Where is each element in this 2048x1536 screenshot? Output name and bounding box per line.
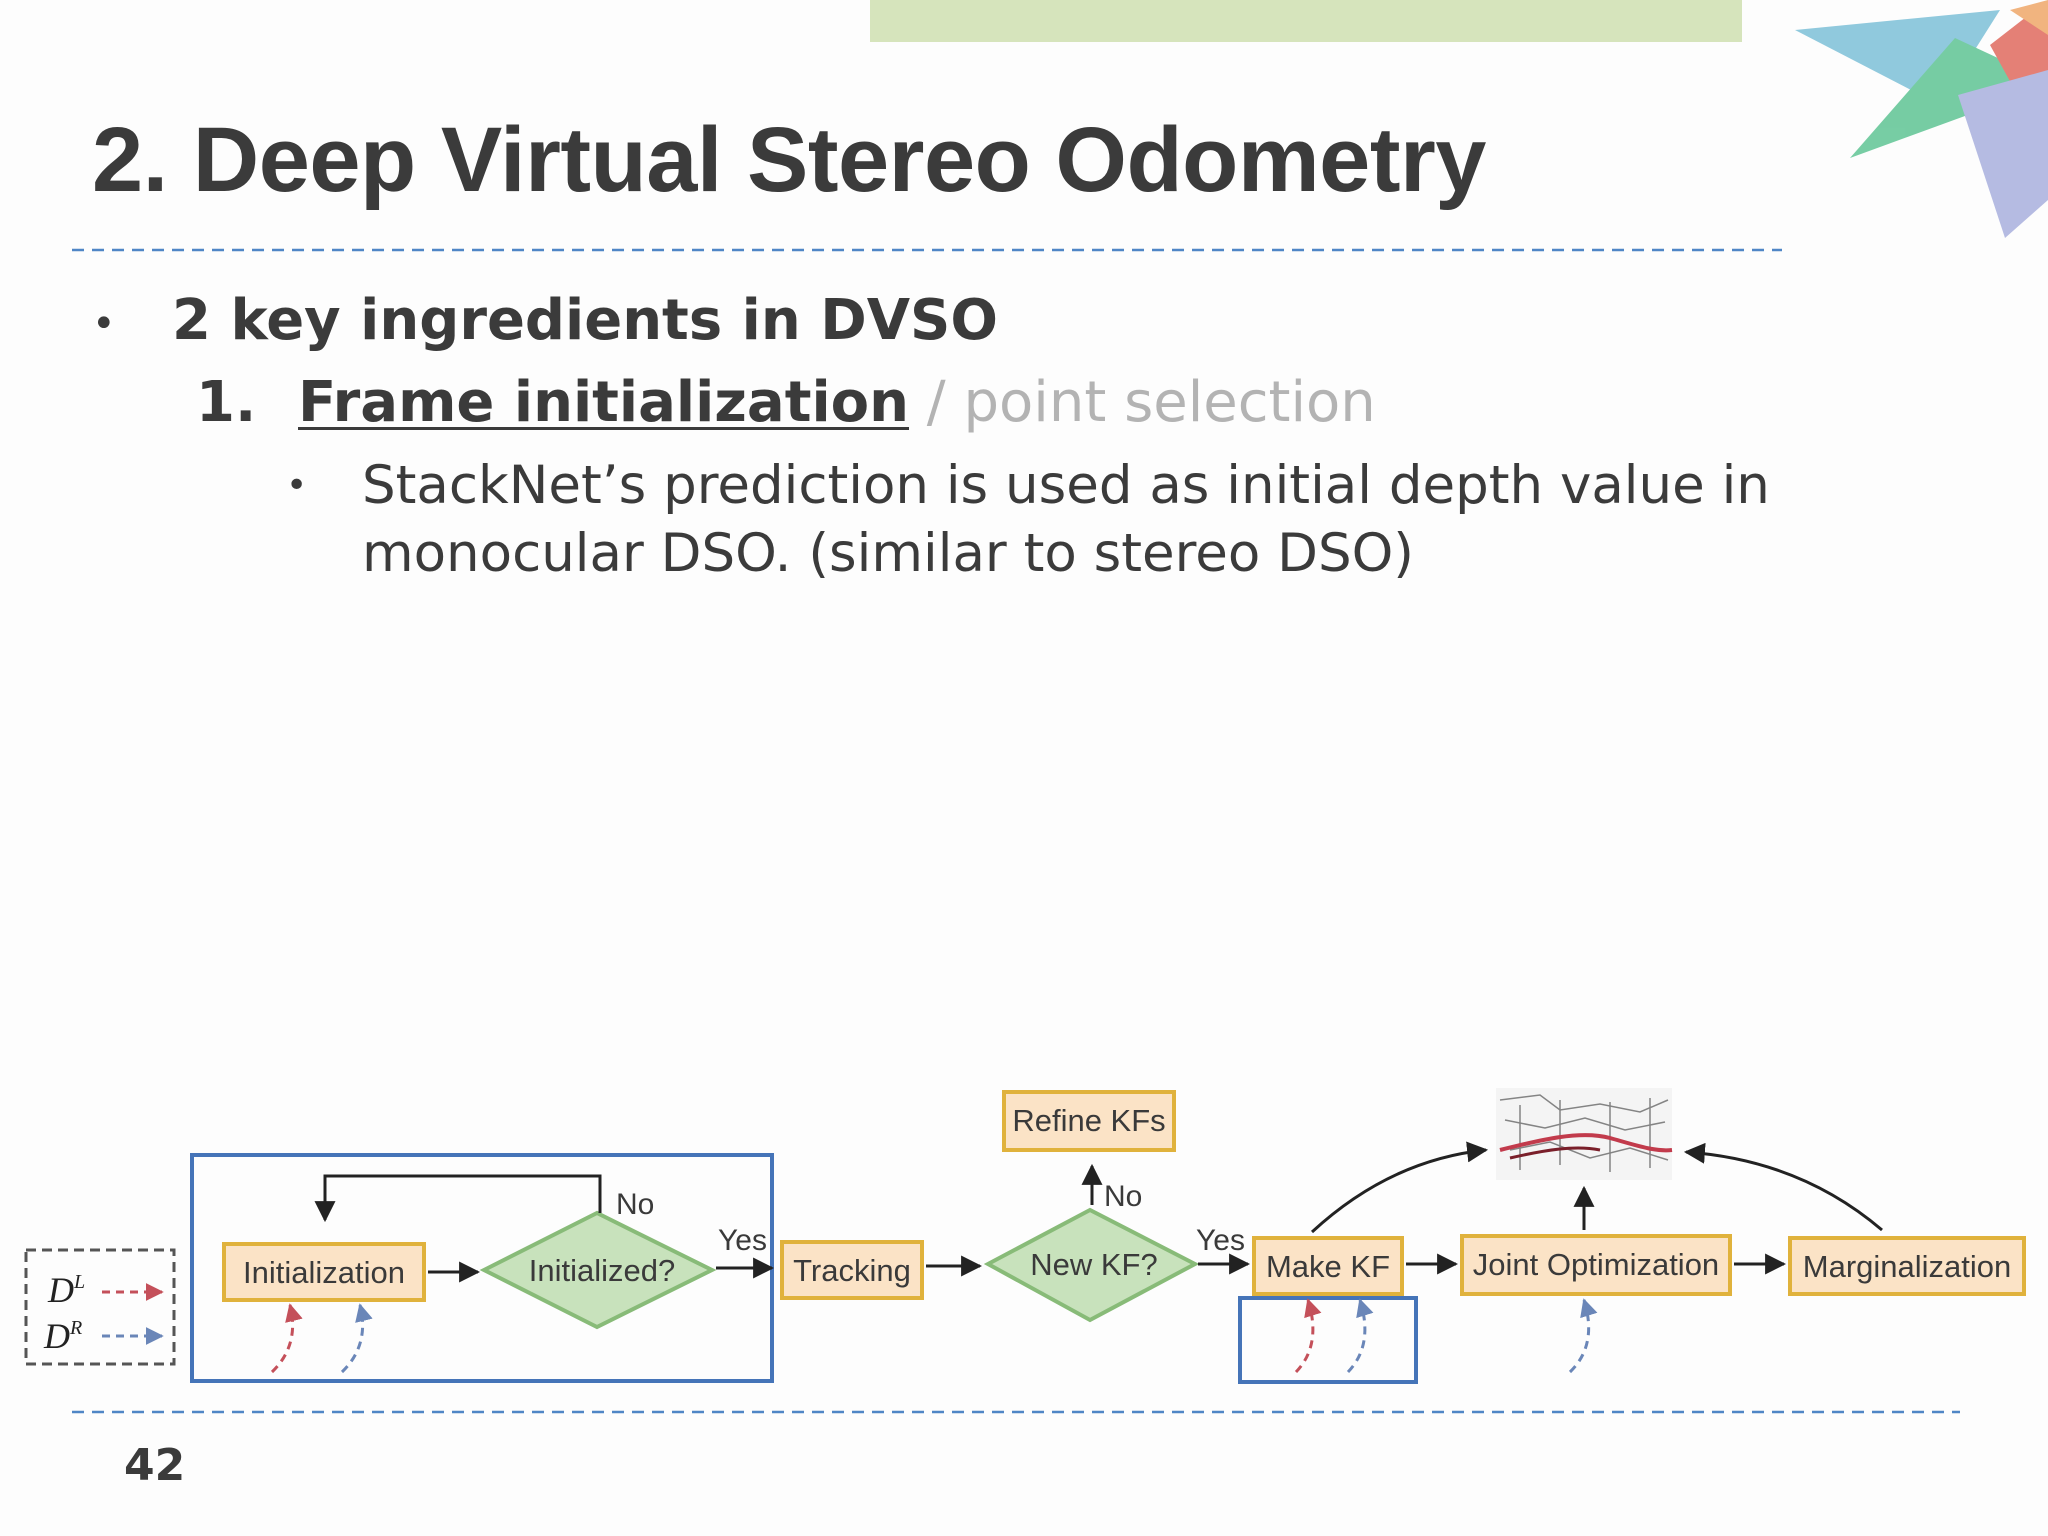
corner-pinwheel-logo xyxy=(1795,0,2048,238)
initialization-label: Initialization xyxy=(243,1255,405,1290)
numbered-item: 1. Frame initialization / point selection xyxy=(196,370,1376,435)
page-number: 42 xyxy=(124,1440,186,1491)
input-depth-box xyxy=(24,1248,176,1366)
make-kf-label: Make KF xyxy=(1266,1249,1390,1284)
refine-kfs-node xyxy=(1002,1090,1176,1152)
makekf-to-map-arrow xyxy=(1310,1141,1489,1234)
new-kf-label: New KF? xyxy=(1030,1247,1157,1282)
left-depth-symbol: DL xyxy=(47,1270,85,1310)
yes-label-1: Yes xyxy=(718,1224,767,1257)
init-left-depth-arrow xyxy=(270,1303,303,1374)
joint-optimization-node xyxy=(1460,1234,1732,1296)
tracking-label: Tracking xyxy=(793,1253,911,1288)
main-bullet: • 2 key ingredients in DVSO xyxy=(92,288,998,353)
tracking-node xyxy=(780,1240,924,1300)
initialized-label: Initialized? xyxy=(529,1253,675,1288)
item-number: 1. xyxy=(196,370,257,435)
initialized-decision xyxy=(479,1210,717,1330)
point-cloud-map-image xyxy=(1496,1088,1673,1180)
top-accent-bar xyxy=(870,0,1742,42)
marginalization-node xyxy=(1788,1236,2026,1296)
item-muted-text: / point selection xyxy=(909,370,1376,435)
marginalization-label: Marginalization xyxy=(1803,1249,2012,1284)
no-label-2: No xyxy=(1104,1180,1142,1213)
jointopt-right-depth-arrow xyxy=(1568,1298,1598,1374)
sub-bullet-line-1: StackNet’s prediction is used as initial… xyxy=(362,455,1770,516)
initialization-node xyxy=(222,1242,426,1302)
bullet-dot: • xyxy=(92,300,116,347)
item-emphasis: Frame initialization xyxy=(298,370,909,435)
main-bullet-text: 2 key ingredients in DVSO xyxy=(172,288,998,353)
makekf-left-depth-arrow xyxy=(1294,1298,1322,1374)
no-loop-arrow xyxy=(314,1174,602,1223)
slide-title: 2. Deep Virtual Stereo Odometry xyxy=(92,109,1486,211)
sub-bullet-dot: • xyxy=(286,465,308,506)
joint-optimization-label: Joint Optimization xyxy=(1473,1247,1719,1282)
refine-kfs-label: Refine KFs xyxy=(1012,1103,1165,1138)
no-label-1: No xyxy=(616,1188,654,1221)
sub-bullet-line-2: monocular DSO. (similar to stereo DSO) xyxy=(362,523,1414,584)
makekf-highlight-frame xyxy=(1238,1296,1418,1384)
make-kf-node xyxy=(1252,1236,1404,1296)
makekf-right-depth-arrow xyxy=(1346,1298,1374,1374)
init-right-depth-arrow xyxy=(340,1303,373,1374)
new-kf-decision xyxy=(983,1207,1200,1323)
marg-to-map-arrow xyxy=(1683,1142,1883,1232)
yes-label-2: Yes xyxy=(1196,1224,1245,1257)
right-depth-symbol: DR xyxy=(43,1316,82,1356)
